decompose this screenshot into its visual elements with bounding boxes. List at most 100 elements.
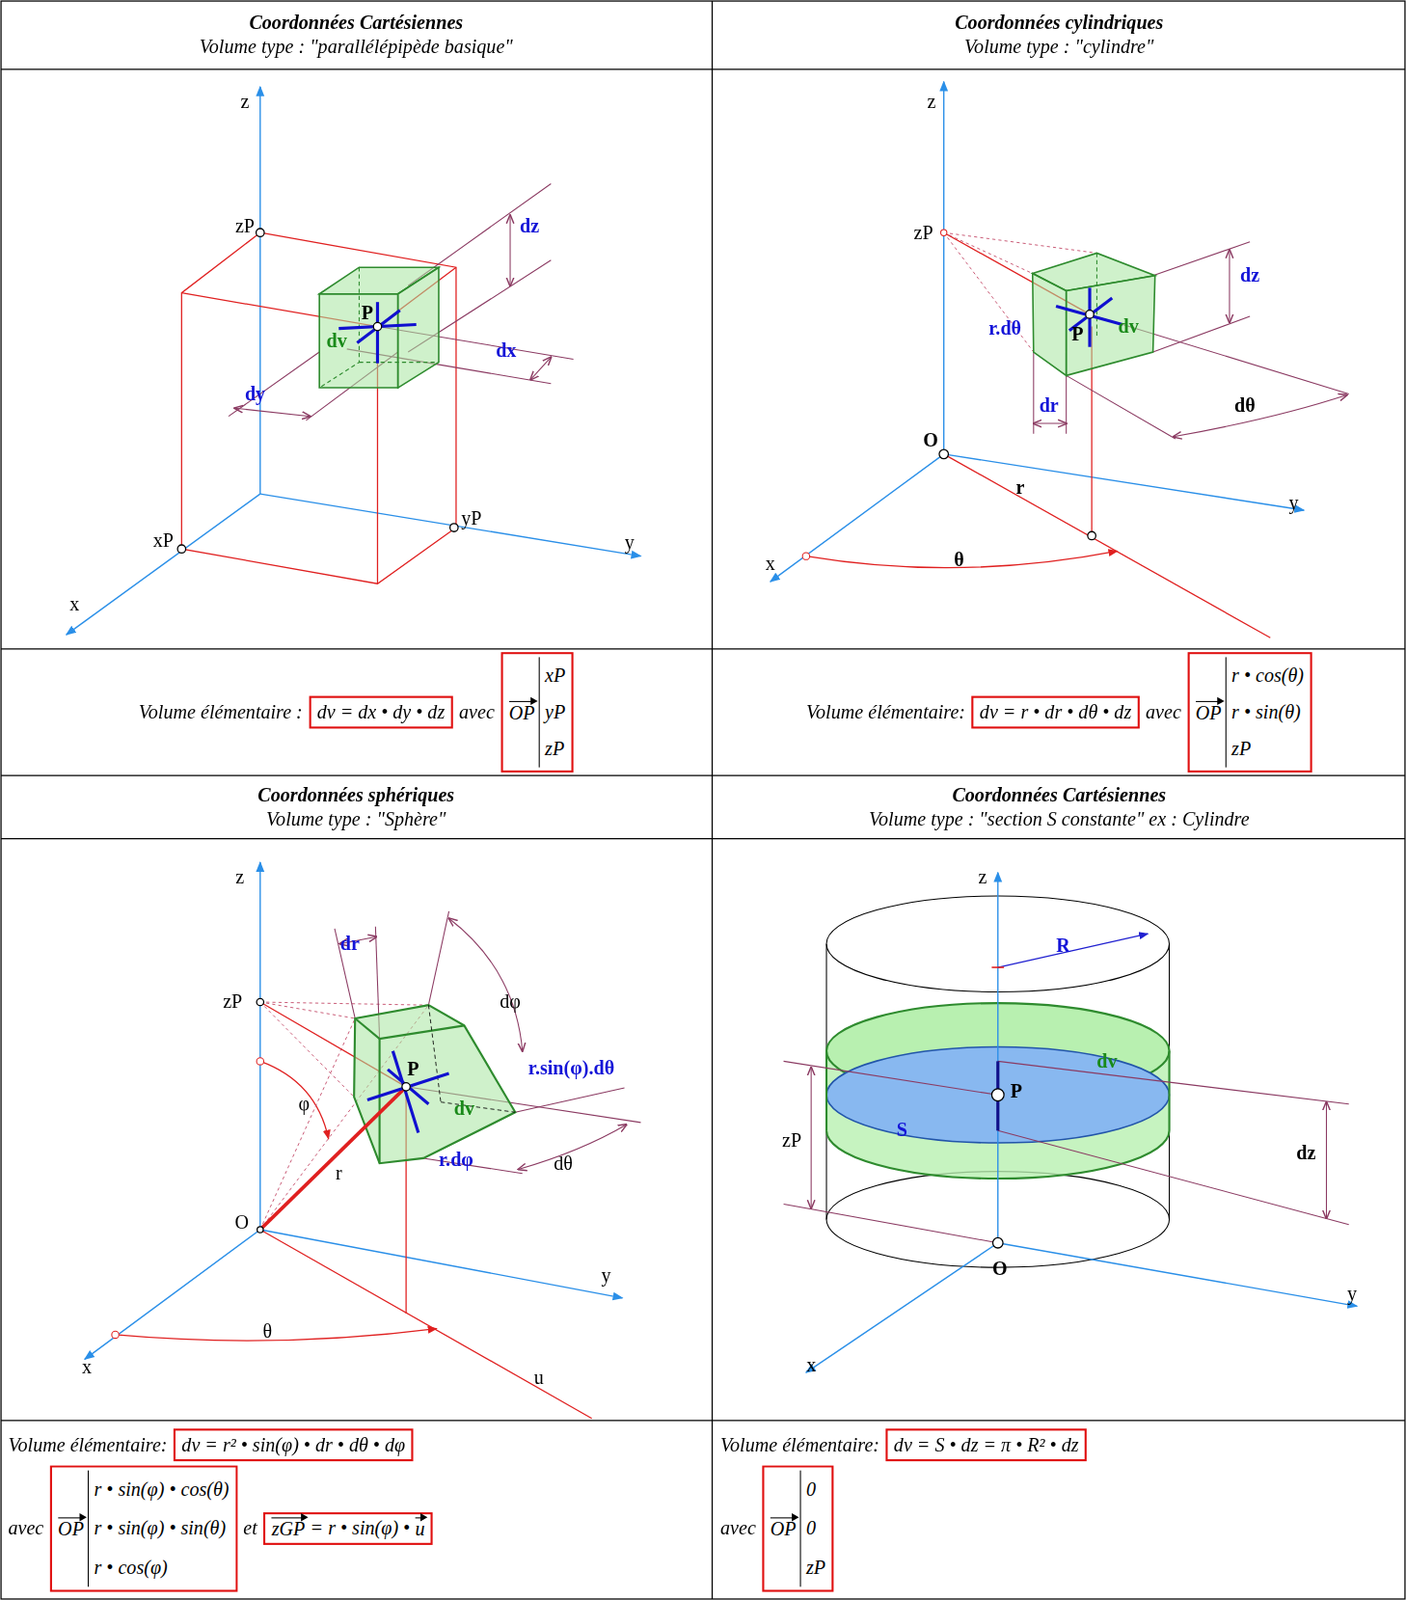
diagram-label: P xyxy=(406,1058,419,1080)
text: zP xyxy=(1231,730,1304,768)
vector-box: OPxPyPzP xyxy=(500,651,574,773)
text: Volume élémentaire: xyxy=(7,1433,167,1457)
header-cell: Coordonnées CartésiennesVolume type : "s… xyxy=(712,775,1406,839)
text: OP xyxy=(1195,701,1222,724)
text: u xyxy=(414,1516,425,1540)
text: Coordonnées sphériques xyxy=(257,783,455,808)
formula-row: Volume élémentaire : dv = dx • dy • dz ave… xyxy=(7,651,704,773)
diagram-label: r.dθ xyxy=(988,318,1022,339)
text: zGP xyxy=(271,1516,306,1540)
diagram-label: x xyxy=(806,1354,816,1376)
diagram-label: u xyxy=(534,1367,544,1388)
text: dv = r • dr • dθ • dz xyxy=(979,701,1132,724)
text: avec xyxy=(7,1516,44,1540)
diagram-label: r xyxy=(335,1162,343,1184)
formula-row: Volume élémentaire: dv = r² • sin(φ) • dr… xyxy=(7,1428,704,1461)
header-cell: Coordonnées CartésiennesVolume type : "p… xyxy=(0,0,713,70)
text: dv = S • dz = π • R² • dz xyxy=(893,1433,1080,1457)
formula-box: dv = r • dr • dθ • dz xyxy=(971,696,1139,730)
diagram-label: O xyxy=(234,1212,249,1233)
text: 0 xyxy=(806,1509,826,1548)
formula-cell: Volume élémentaire: dv = S • dz = π • R² … xyxy=(712,1420,1406,1600)
diagram-label: z xyxy=(235,866,244,888)
vector-components: xPyPzP xyxy=(539,656,567,767)
diagram-label: y xyxy=(624,532,635,553)
diagram-label: φ xyxy=(297,1093,310,1114)
formula-cell: Volume élémentaire: dv = r² • sin(φ) • dr… xyxy=(0,1420,713,1600)
diagram-label: dθ xyxy=(1234,396,1256,417)
formula-row: avecOP00zP xyxy=(720,1464,1399,1592)
vector-box: OP00zP xyxy=(761,1464,834,1592)
text: Volume type : "section S constante" ex :… xyxy=(868,807,1250,832)
diagram-label: P xyxy=(361,302,374,324)
diagram-label: zP xyxy=(913,222,933,244)
text: dv = dx • dy • dz xyxy=(317,701,446,724)
diagram-label: dφ xyxy=(499,991,521,1012)
text: Coordonnées cylindriques xyxy=(954,10,1163,35)
diagram-label: z xyxy=(927,91,937,112)
diagram-label: S xyxy=(896,1119,908,1140)
diagram-label: dv xyxy=(1096,1051,1117,1072)
diagram-label: dv xyxy=(454,1099,475,1120)
text: zP xyxy=(544,730,566,768)
text: OP xyxy=(509,701,536,724)
text: Volume élémentaire : xyxy=(138,701,303,724)
text: r • cos(φ) xyxy=(93,1547,229,1587)
vector-components: 00zP xyxy=(800,1470,826,1588)
formula-box: dv = S • dz = π • R² • dz xyxy=(885,1428,1087,1461)
formula-cell: Volume élémentaire:dv = r • dr • dθ • dz… xyxy=(712,648,1406,776)
diagram-label: θ xyxy=(262,1321,272,1342)
formula-box: dv = r² • sin(φ) • dr • dθ • dφ xyxy=(173,1428,414,1461)
diagram-label: dv xyxy=(326,330,348,352)
diagram-label: dr xyxy=(340,933,360,954)
formula-row: Volume élémentaire: dv = S • dz = π • R² … xyxy=(720,1428,1399,1461)
diagram-label: z xyxy=(977,866,987,888)
vector-components: r • sin(φ) • cos(θ)r • sin(φ) • sin(θ)r … xyxy=(87,1470,229,1588)
text: dv = r² • sin(φ) • dr • dθ • dφ xyxy=(181,1433,406,1457)
header-cell: Coordonnées cylindriquesVolume type : "c… xyxy=(712,0,1406,70)
diagram-label: yP xyxy=(460,508,482,529)
diagram-label: zP xyxy=(235,216,255,237)
diagram-label: y xyxy=(600,1265,611,1286)
text: OP xyxy=(770,1516,797,1540)
formula-box: dv = dx • dy • dz xyxy=(308,696,454,730)
formula-box: zGP= r • sin(φ) •u xyxy=(263,1512,433,1545)
diagram-label: P xyxy=(1071,324,1083,345)
diagram-label: dr xyxy=(1039,396,1059,417)
vector-box: OPr • cos(θ)r • sin(θ)zP xyxy=(1187,651,1312,773)
text: r • sin(φ) • cos(θ) xyxy=(93,1470,229,1510)
text: avec xyxy=(720,1516,757,1540)
text: avec xyxy=(459,701,495,724)
text: Volume type : "parallélépipède basique" xyxy=(199,34,514,59)
diagram-label: O xyxy=(922,431,939,452)
text: Coordonnées Cartésiennes xyxy=(951,783,1166,808)
formula-row: Volume élémentaire:dv = r • dr • dθ • dz… xyxy=(720,651,1399,773)
text: Coordonnées Cartésiennes xyxy=(248,10,463,35)
text: 0 xyxy=(806,1470,826,1510)
header-cell: Coordonnées sphériquesVolume type : "Sph… xyxy=(0,775,713,839)
text: Volume élémentaire: xyxy=(720,1433,880,1457)
diagram-label: dθ xyxy=(553,1153,573,1174)
diagram-label: y xyxy=(1347,1283,1357,1304)
diagram-label: dy xyxy=(244,383,266,405)
formula-row: avecOPr • sin(φ) • cos(θ)r • sin(φ) • si… xyxy=(7,1464,704,1592)
diagram-label: zP xyxy=(222,991,243,1012)
diagram-label: r.dφ xyxy=(438,1149,474,1170)
diagram-label: dv xyxy=(1118,316,1139,337)
text: et xyxy=(243,1516,258,1540)
formula-cell: Volume élémentaire : dv = dx • dy • dz ave… xyxy=(0,648,713,776)
vector-components: r • cos(θ)r • sin(θ)zP xyxy=(1225,656,1304,767)
diagram-label: x xyxy=(765,554,776,575)
diagram-label: dz xyxy=(519,216,540,237)
text: = r • sin(φ) • xyxy=(310,1516,411,1540)
diagram-label: θ xyxy=(953,549,964,570)
diagram-label: x xyxy=(81,1356,92,1378)
diagram-label: r.sin(φ).dθ xyxy=(528,1057,615,1079)
diagram-label: R xyxy=(1055,935,1071,956)
diagram-label: O xyxy=(992,1258,1008,1279)
text: Volume type : "cylindre" xyxy=(964,34,1154,59)
diagram-label: zP xyxy=(782,1130,802,1151)
diagram-label: P xyxy=(1010,1081,1023,1103)
